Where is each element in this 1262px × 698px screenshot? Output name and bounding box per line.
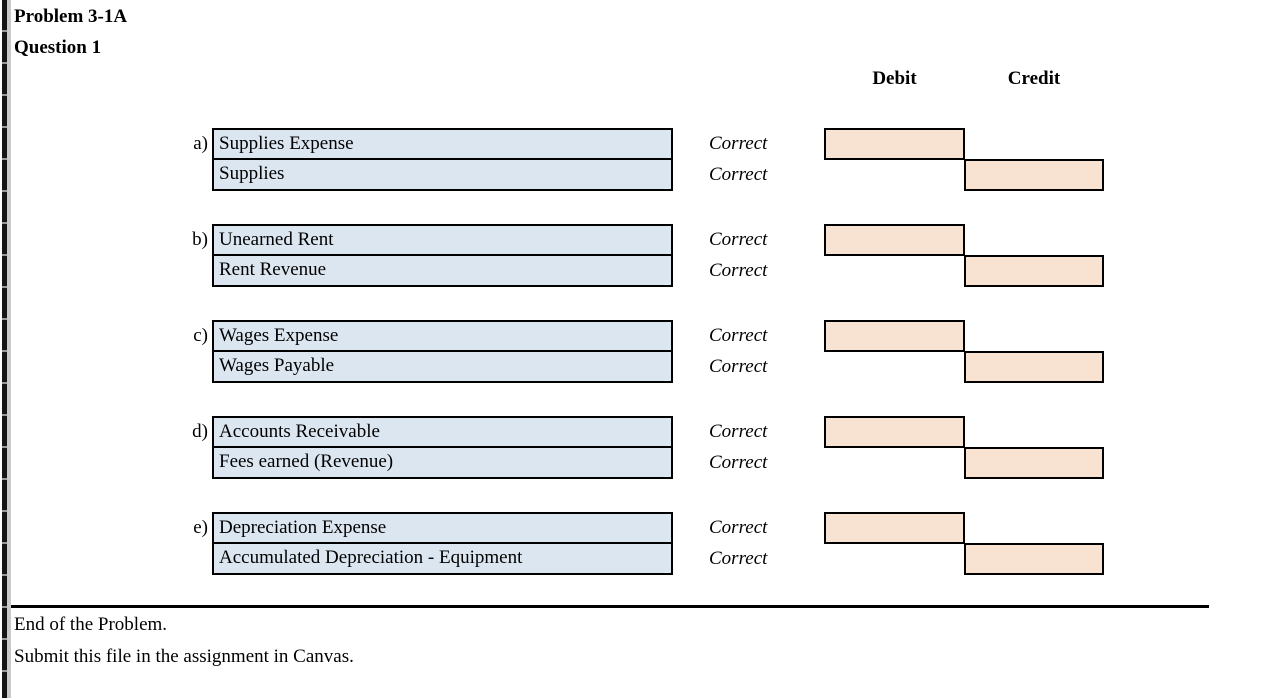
entry-letter: b) bbox=[192, 229, 208, 250]
status-badge-credit: Correct bbox=[709, 260, 768, 281]
column-header-credit: Credit bbox=[1007, 68, 1061, 89]
footer-text-submit-instruction: Submit this file in the assignment in Ca… bbox=[14, 646, 354, 667]
row-header-tick bbox=[2, 382, 7, 384]
row-header-tick bbox=[2, 574, 7, 576]
row-header-tick bbox=[2, 606, 7, 608]
entry-letter: e) bbox=[193, 517, 208, 538]
row-header-gutter bbox=[0, 0, 11, 698]
row-header-tick bbox=[2, 286, 7, 288]
status-badge-debit: Correct bbox=[709, 133, 768, 154]
row-header-tick bbox=[2, 670, 7, 672]
entry-letter: a) bbox=[193, 133, 208, 154]
status-badge-debit: Correct bbox=[709, 325, 768, 346]
amount-debit-input[interactable] bbox=[824, 416, 965, 448]
status-badge-debit: Correct bbox=[709, 229, 768, 250]
amount-credit-input[interactable] bbox=[964, 351, 1104, 383]
row-header-tick bbox=[2, 190, 7, 192]
account-name-debit-input[interactable]: Depreciation Expense bbox=[212, 512, 673, 544]
amount-debit-input[interactable] bbox=[824, 128, 965, 160]
account-name-debit-input[interactable]: Accounts Receivable bbox=[212, 416, 673, 448]
row-header-tick bbox=[2, 638, 7, 640]
account-name-credit-input[interactable]: Supplies bbox=[212, 159, 673, 191]
row-header-tick bbox=[2, 318, 7, 320]
row-header-tick bbox=[2, 542, 7, 544]
row-header-tick bbox=[2, 478, 7, 480]
row-header-tick bbox=[2, 94, 7, 96]
status-badge-debit: Correct bbox=[709, 517, 768, 538]
account-name-credit-input[interactable]: Wages Payable bbox=[212, 351, 673, 383]
row-header-tick bbox=[2, 254, 7, 256]
account-name-debit-input[interactable]: Supplies Expense bbox=[212, 128, 673, 160]
status-badge-credit: Correct bbox=[709, 452, 768, 473]
amount-credit-input[interactable] bbox=[964, 159, 1104, 191]
status-badge-credit: Correct bbox=[709, 164, 768, 185]
amount-debit-input[interactable] bbox=[824, 320, 965, 352]
account-name-credit-input[interactable]: Rent Revenue bbox=[212, 255, 673, 287]
footer-text-end-of-problem: End of the Problem. bbox=[14, 614, 168, 635]
status-badge-credit: Correct bbox=[709, 548, 768, 569]
amount-debit-input[interactable] bbox=[824, 512, 965, 544]
account-name-credit-input[interactable]: Fees earned (Revenue) bbox=[212, 447, 673, 479]
entry-letter: c) bbox=[193, 325, 208, 346]
amount-credit-input[interactable] bbox=[964, 543, 1104, 575]
row-header-tick bbox=[2, 222, 7, 224]
status-badge-credit: Correct bbox=[709, 356, 768, 377]
row-header-tick bbox=[2, 350, 7, 352]
account-name-credit-input[interactable]: Accumulated Depreciation - Equipment bbox=[212, 543, 673, 575]
row-header-edge bbox=[7, 0, 11, 698]
page-title-question: Question 1 bbox=[14, 37, 102, 58]
account-name-debit-input[interactable]: Unearned Rent bbox=[212, 224, 673, 256]
row-header-tick bbox=[2, 158, 7, 160]
page-title-problem: Problem 3-1A bbox=[14, 6, 128, 27]
amount-debit-input[interactable] bbox=[824, 224, 965, 256]
row-header-band bbox=[2, 0, 7, 698]
row-header-tick bbox=[2, 62, 7, 64]
row-header-tick bbox=[2, 446, 7, 448]
amount-credit-input[interactable] bbox=[964, 447, 1104, 479]
row-header-tick bbox=[2, 510, 7, 512]
column-header-debit: Debit bbox=[872, 68, 917, 89]
amount-credit-input[interactable] bbox=[964, 255, 1104, 287]
entry-letter: d) bbox=[192, 421, 208, 442]
row-header-tick bbox=[2, 30, 7, 32]
footer-divider bbox=[11, 605, 1209, 608]
row-header-tick bbox=[2, 414, 7, 416]
row-header-tick bbox=[2, 126, 7, 128]
status-badge-debit: Correct bbox=[709, 421, 768, 442]
account-name-debit-input[interactable]: Wages Expense bbox=[212, 320, 673, 352]
